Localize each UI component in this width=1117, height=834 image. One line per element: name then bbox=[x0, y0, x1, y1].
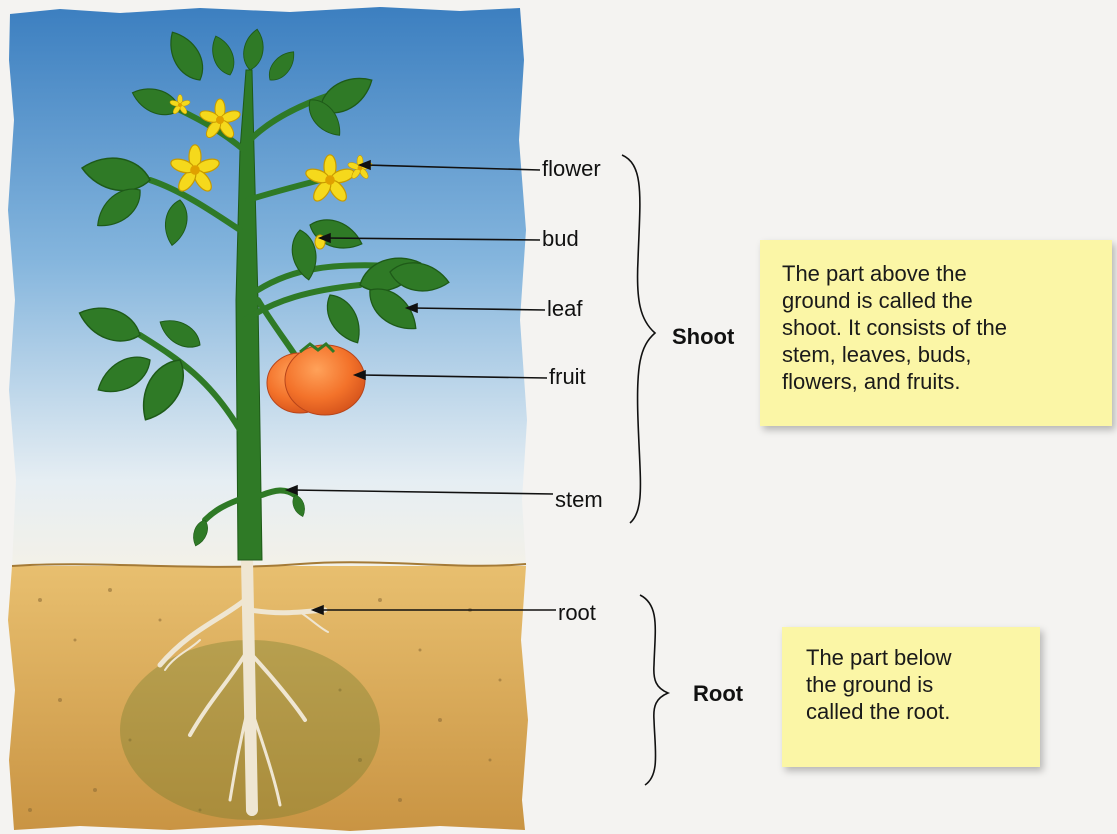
group-label-root: Root bbox=[693, 683, 743, 705]
shoot-note-line: The part above the bbox=[782, 260, 1112, 287]
root-note-line: the ground is bbox=[806, 671, 1040, 698]
root-note-line: The part below bbox=[806, 644, 1040, 671]
root-brace bbox=[640, 595, 668, 785]
shoot-note-line: stem, leaves, buds, bbox=[782, 341, 1112, 368]
shoot-note-line: ground is called the bbox=[782, 287, 1112, 314]
group-label-shoot: Shoot bbox=[672, 326, 734, 348]
root-note: The part below the ground is called the … bbox=[782, 627, 1040, 767]
shoot-brace bbox=[622, 155, 655, 523]
shoot-note: The part above the ground is called the … bbox=[760, 240, 1112, 426]
label-leaf: leaf bbox=[547, 298, 582, 320]
shoot-note-line: flowers, and fruits. bbox=[782, 368, 1112, 395]
label-bud: bud bbox=[542, 228, 579, 250]
label-flower: flower bbox=[542, 158, 601, 180]
root-note-line: called the root. bbox=[806, 698, 1040, 725]
label-fruit: fruit bbox=[549, 366, 586, 388]
label-root: root bbox=[558, 602, 596, 624]
shoot-note-line: shoot. It consists of the bbox=[782, 314, 1112, 341]
label-stem: stem bbox=[555, 489, 603, 511]
